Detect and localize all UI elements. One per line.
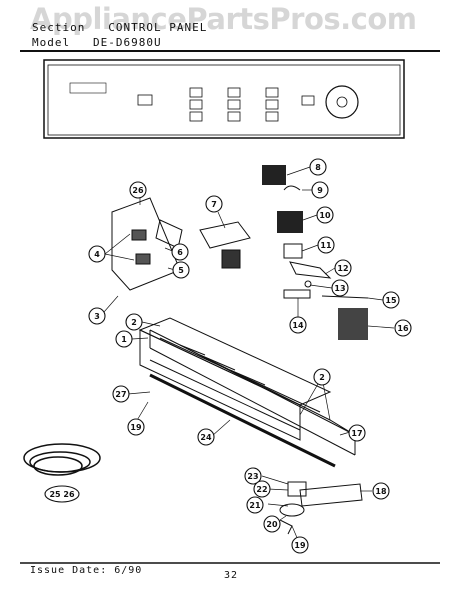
section-title: Section CONTROL PANEL (32, 21, 208, 34)
timer-unit (338, 308, 368, 340)
trim-strip (149, 373, 336, 468)
svg-text:23: 23 (247, 472, 258, 481)
callout-27: 27 (112, 385, 130, 403)
shaft-part (321, 295, 369, 299)
callout-9: 9 (311, 181, 329, 199)
svg-text:24: 24 (200, 433, 212, 442)
callout-8: 8 (309, 158, 327, 176)
rotary-switch-assembly (199, 221, 251, 269)
relay-part (283, 243, 303, 259)
callout-16: 16 (394, 319, 412, 337)
wire-harness (23, 443, 101, 476)
callout-21: 21 (246, 496, 264, 514)
control-panel-body (138, 317, 332, 441)
svg-text:2: 2 (131, 318, 137, 327)
svg-text:8: 8 (315, 163, 321, 172)
callout-3: 3 (88, 307, 106, 325)
knob-part (304, 280, 312, 288)
svg-text:1: 1 (121, 335, 127, 344)
cycle-dial (325, 85, 359, 119)
leader-lines (103, 166, 395, 541)
callout-1: 1 (115, 330, 133, 348)
svg-text:7: 7 (211, 200, 217, 209)
svg-text:12: 12 (337, 264, 348, 273)
svg-text:19: 19 (294, 541, 306, 550)
callout-19-upper: 19 (127, 418, 145, 436)
callout-2-lower: 2 (313, 368, 331, 386)
callout-labels: 8 9 10 11 12 13 14 15 16 7 26 6 5 4 3 2 … (44, 158, 412, 554)
svg-text:2: 2 (319, 373, 325, 382)
svg-text:27: 27 (115, 390, 126, 399)
svg-text:14: 14 (292, 321, 304, 330)
svg-text:22: 22 (256, 485, 267, 494)
callout-17: 17 (348, 424, 366, 442)
svg-text:25 26: 25 26 (49, 490, 74, 499)
svg-text:21: 21 (249, 501, 261, 510)
svg-text:19: 19 (130, 423, 142, 432)
callout-18: 18 (372, 482, 390, 500)
timer-motor (277, 211, 303, 233)
timer-part (262, 165, 286, 185)
control-panel-console (43, 59, 405, 139)
callout-12: 12 (334, 259, 352, 277)
model-title: Model DE-D6980U (32, 36, 162, 49)
clip-part (283, 185, 301, 191)
svg-text:16: 16 (397, 324, 409, 333)
svg-text:18: 18 (375, 487, 387, 496)
callout-23: 23 (244, 467, 262, 485)
callout-6: 6 (171, 243, 189, 261)
brand-label (69, 82, 107, 94)
svg-text:9: 9 (317, 186, 323, 195)
svg-text:15: 15 (385, 296, 397, 305)
svg-text:10: 10 (319, 211, 331, 220)
start-button (137, 94, 153, 106)
callout-11: 11 (317, 236, 335, 254)
option-buttons (189, 87, 315, 122)
issue-date: Issue Date: 6/90 (30, 565, 143, 576)
svg-text:26: 26 (132, 186, 144, 195)
svg-text:5: 5 (178, 266, 184, 275)
switch-part (283, 289, 311, 299)
svg-text:20: 20 (266, 520, 278, 529)
callout-5: 5 (172, 261, 190, 279)
watermark-text: AppliancePartsPros.com (30, 2, 417, 36)
callout-4: 4 (88, 245, 106, 263)
callout-20: 20 (263, 515, 281, 533)
page-number: 32 (224, 570, 239, 581)
callout-25-26: 25 26 (44, 485, 80, 503)
switch-assembly (111, 197, 183, 291)
svg-text:11: 11 (320, 241, 332, 250)
bracket-part (289, 261, 332, 279)
svg-text:6: 6 (177, 248, 183, 257)
callout-13: 13 (331, 279, 349, 297)
svg-text:17: 17 (351, 429, 362, 438)
callout-7: 7 (205, 195, 223, 213)
svg-text:3: 3 (94, 312, 100, 321)
callout-19-lower: 19 (291, 536, 309, 554)
callout-24: 24 (197, 428, 215, 446)
svg-text:4: 4 (94, 250, 100, 259)
callout-10: 10 (316, 206, 334, 224)
callout-26: 26 (129, 181, 147, 199)
callout-22: 22 (253, 480, 271, 498)
callout-14: 14 (289, 316, 307, 334)
callout-2: 2 (125, 313, 143, 331)
callout-15: 15 (382, 291, 400, 309)
svg-text:13: 13 (334, 284, 345, 293)
